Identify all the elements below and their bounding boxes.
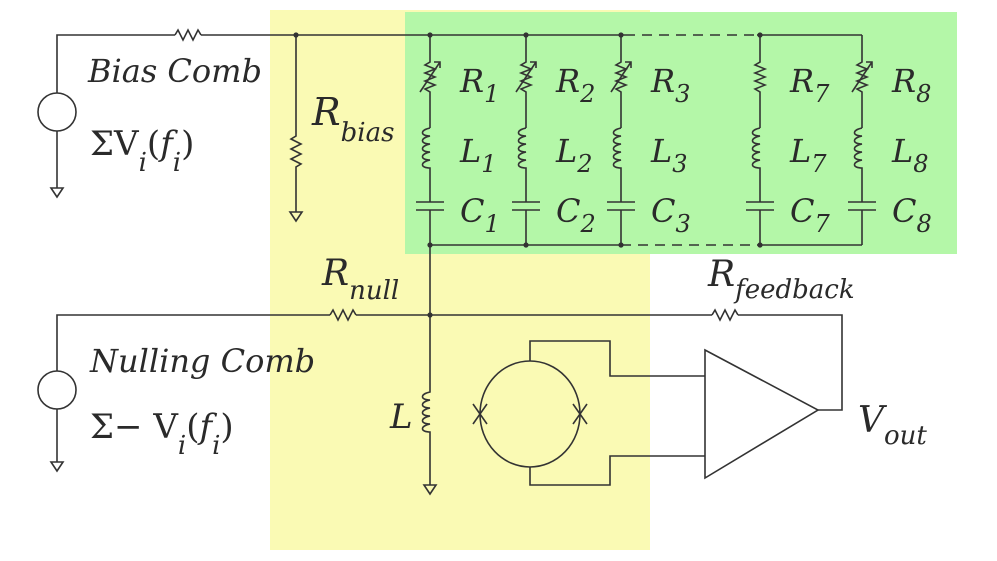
svg-text:L2: L2 — [555, 132, 593, 178]
svg-text:L1: L1 — [459, 132, 497, 178]
svg-text:C7: C7 — [790, 192, 830, 238]
svg-text:R3: R3 — [650, 62, 690, 108]
green-region — [405, 12, 957, 254]
svg-text:Rnull: Rnull — [321, 253, 399, 306]
svg-text:C3: C3 — [651, 192, 691, 238]
svg-text:Σ− Vi(fi): Σ− Vi(fi) — [90, 407, 234, 461]
input-inductor-icon — [421, 245, 438, 496]
bias-resistor-icon — [288, 32, 304, 223]
svg-text:Vout: Vout — [858, 400, 927, 451]
input-inductor-label: L — [389, 397, 413, 437]
svg-text:L3: L3 — [650, 132, 688, 178]
rlc-branch-7 — [746, 32, 774, 248]
svg-text:R8: R8 — [891, 62, 931, 108]
branch-labels: R1 L1 C1 R2 L2 C2 R3 L3 C3 R7 L7 C7 R8 L… — [459, 62, 932, 238]
null-source-icon — [37, 308, 843, 473]
rlc-branch-1 — [416, 32, 444, 248]
squid-ring-icon — [472, 340, 705, 486]
svg-text:L7: L7 — [789, 132, 827, 178]
rlc-branch-2 — [512, 32, 540, 248]
r-null-label: Rnull — [321, 253, 399, 306]
svg-text:C1: C1 — [460, 192, 500, 238]
nulling-comb-label: Nulling Comb — [89, 342, 315, 380]
r-bias-label: Rbias — [311, 90, 394, 148]
svg-text:R1: R1 — [459, 62, 499, 108]
rlc-branches — [416, 32, 876, 248]
null-sum-expression: Σ− Vi(fi) — [90, 407, 234, 461]
svg-text:C2: C2 — [556, 192, 596, 238]
bias-sum-expression: ΣVi(fi) — [90, 124, 194, 178]
svg-text:C8: C8 — [892, 192, 932, 238]
bias-comb-label: Bias Comb — [87, 52, 262, 90]
svg-text:R7: R7 — [789, 62, 830, 108]
svg-text:Rfeedback: Rfeedback — [707, 254, 855, 305]
svg-text:L8: L8 — [891, 132, 929, 178]
svg-text:Rbias: Rbias — [311, 90, 394, 148]
v-out-label: Vout — [858, 400, 927, 451]
op-amp-triangle-icon — [704, 348, 820, 480]
svg-text:R2: R2 — [555, 62, 595, 108]
r-feedback-label: Rfeedback — [707, 254, 855, 305]
rlc-branch-8 — [848, 35, 876, 245]
svg-text:ΣVi(fi): ΣVi(fi) — [90, 124, 194, 178]
rlc-branch-3 — [607, 32, 635, 248]
